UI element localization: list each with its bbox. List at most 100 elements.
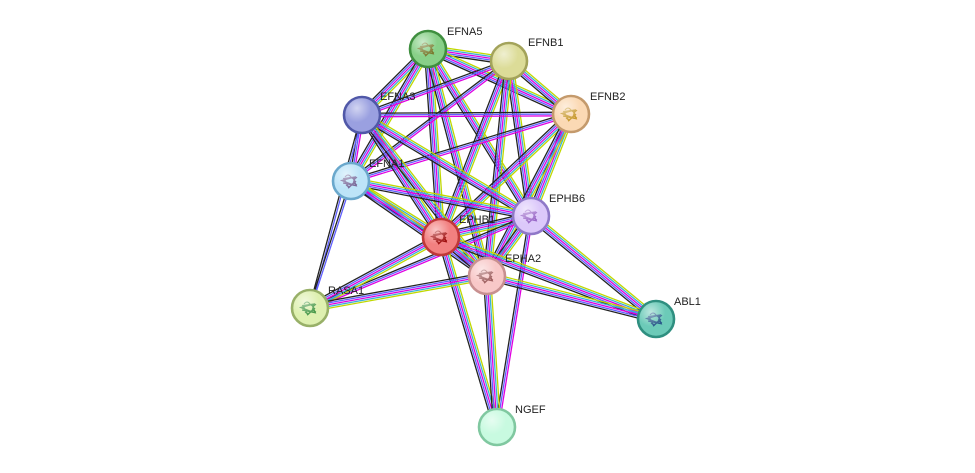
edge-line (364, 112, 491, 275)
edge-line (440, 60, 510, 238)
edge-line (506, 60, 530, 217)
node-label: EPHB1 (459, 214, 495, 226)
edge-line (436, 237, 495, 429)
node-efnb2[interactable]: EFNB2 (551, 91, 625, 134)
node-label: RASA1 (328, 285, 364, 297)
edge-line (440, 236, 657, 320)
edge-line (511, 59, 536, 217)
edge-efnb1-efna1[interactable] (349, 58, 511, 184)
edge-line (351, 178, 489, 276)
node-efna5[interactable]: EFNA5 (408, 26, 482, 69)
edge-ephb1-abl1[interactable] (439, 232, 658, 324)
edge-efnb1-efna3[interactable] (360, 58, 511, 118)
edge-efnb2-ephb1[interactable] (437, 110, 575, 241)
edge-line (488, 60, 512, 277)
edge-line (439, 239, 656, 324)
edge-line (361, 113, 572, 116)
node-highlight (424, 220, 458, 254)
edge-line (309, 273, 488, 307)
edge-line (351, 61, 511, 184)
edge-efnb1-ephb1[interactable] (436, 59, 514, 239)
edge-line (489, 275, 502, 428)
edge-line (531, 213, 658, 319)
node-ngef[interactable]: NGEF (477, 404, 546, 447)
edge-line (428, 47, 534, 216)
edge-line (359, 117, 530, 220)
edge-epha2-ngef[interactable] (482, 275, 502, 428)
edge-line (309, 278, 489, 313)
edge-line (308, 271, 488, 306)
edge-line (361, 114, 532, 217)
edge-efnb2-epha2[interactable] (483, 111, 575, 279)
edge-line (498, 215, 534, 428)
edge-efna3-ephb6[interactable] (359, 111, 534, 220)
edge-line (494, 215, 530, 428)
edge-line (488, 275, 500, 428)
edge-ephb6-abl1[interactable] (528, 212, 659, 323)
edge-line (440, 234, 658, 318)
edge-line (484, 60, 508, 277)
edge-line (308, 114, 362, 309)
node-label: EFNA3 (380, 91, 415, 103)
edge-line (307, 233, 440, 306)
edge-ephb6-ngef[interactable] (494, 215, 534, 428)
edge-line (436, 59, 507, 237)
edge-efnb1-epha2[interactable] (482, 59, 514, 278)
edge-line (349, 181, 487, 279)
edge-line (350, 178, 532, 215)
node-highlight (411, 32, 445, 66)
edge-line (528, 218, 655, 323)
node-rasa1[interactable]: RASA1 (290, 285, 364, 328)
edge-line (486, 60, 510, 277)
edge-line (442, 115, 575, 241)
edge-efna1-rasa1[interactable] (308, 180, 353, 309)
edge-efna1-epha2[interactable] (348, 177, 490, 280)
node-label: EFNA5 (447, 26, 482, 38)
edge-line (311, 239, 444, 312)
edge-efnb2-efna1[interactable] (349, 111, 573, 184)
node-ephb6[interactable]: EPHB6 (511, 193, 585, 236)
edge-line (348, 47, 428, 181)
edge-line (350, 180, 488, 277)
edge-line (427, 48, 442, 238)
edge-line (486, 275, 657, 320)
edge-line (438, 59, 508, 238)
node-epha2[interactable]: EPHA2 (467, 253, 541, 296)
edge-line (484, 275, 496, 428)
edge-line (361, 60, 510, 116)
edge-line (440, 236, 498, 428)
node-abl1[interactable]: ABL1 (636, 296, 701, 339)
edge-line (351, 176, 533, 214)
node-label: EPHA2 (505, 253, 541, 265)
edge-line (487, 271, 658, 317)
edge-line (489, 115, 575, 279)
node-label: ABL1 (674, 296, 701, 308)
node-efna3[interactable]: EFNA3 (342, 91, 415, 135)
edge-line (309, 277, 488, 311)
edge-line (441, 114, 573, 239)
edge-line (486, 275, 498, 428)
edge-epha2-rasa1[interactable] (308, 271, 489, 313)
edge-line (441, 232, 658, 317)
node-efnb1[interactable]: EFNB1 (489, 37, 563, 81)
edge-line (350, 115, 573, 184)
edge-line (486, 273, 658, 318)
node-label: EFNB2 (590, 91, 625, 103)
edge-line (438, 236, 496, 429)
edge-line (348, 183, 486, 280)
edge-line (482, 275, 495, 428)
node-ephb1[interactable]: EPHB1 (421, 214, 495, 257)
edge-line (350, 60, 510, 182)
node-efna1[interactable]: EFNA1 (331, 158, 404, 201)
edge-line (484, 112, 571, 276)
edge-epha2-abl1[interactable] (485, 271, 658, 324)
node-highlight (334, 164, 368, 198)
edge-line (439, 112, 571, 237)
edge-efnb2-efna3[interactable] (361, 111, 572, 118)
edge-ephb1-rasa1[interactable] (307, 233, 444, 312)
edge-line (485, 277, 657, 322)
edge-efna1-ephb6[interactable] (349, 176, 533, 221)
edge-line (504, 60, 529, 218)
node-highlight (293, 291, 327, 325)
